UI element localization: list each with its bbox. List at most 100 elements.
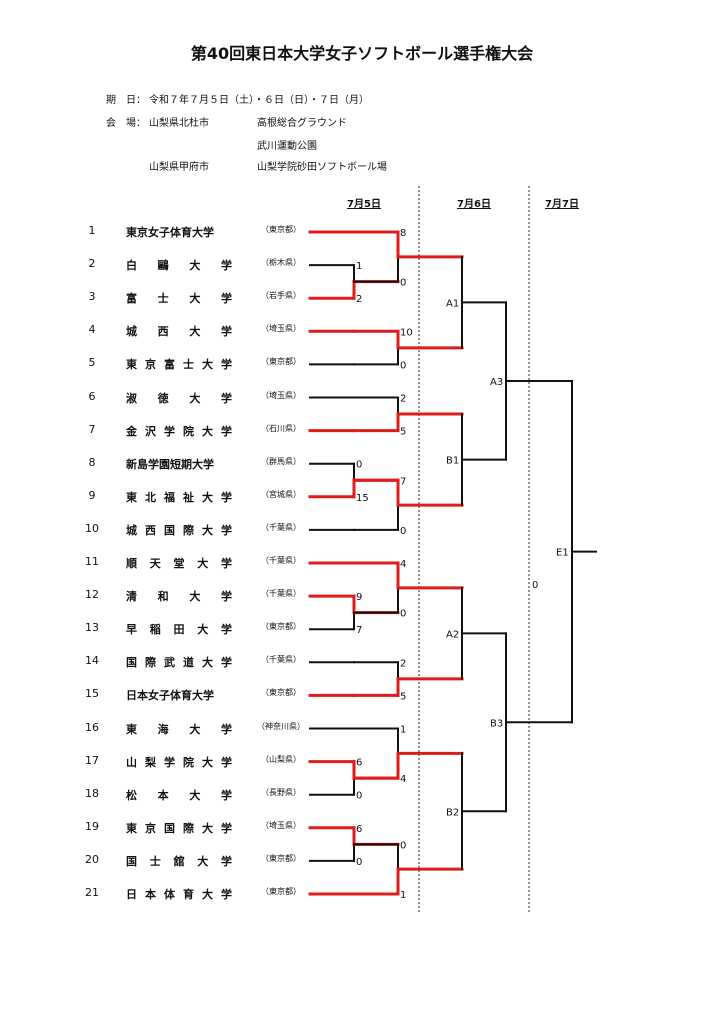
team-row: 3 富士大学 （岩手県） <box>0 290 724 306</box>
team-number: 3 <box>88 290 96 304</box>
team-number: 15 <box>85 687 99 701</box>
game-label-b1: B1 <box>446 456 459 467</box>
team-name: 金沢学院大学 <box>126 424 232 438</box>
team-prefecture: （東京都） <box>261 357 301 367</box>
team-number: 7 <box>88 422 96 436</box>
team-number: 10 <box>85 521 99 535</box>
score: 6 <box>356 824 362 835</box>
team-number: 8 <box>88 455 96 469</box>
game-label-b2: B2 <box>446 807 459 818</box>
team-name: 日本女子体育大学 <box>126 689 214 703</box>
team-prefecture: （千葉県） <box>261 589 301 599</box>
game-label-a1: A1 <box>446 298 459 309</box>
team-prefecture: （群馬県） <box>261 456 301 466</box>
team-number: 2 <box>88 257 96 271</box>
score: 2 <box>400 658 406 669</box>
score: 4 <box>400 559 406 570</box>
team-name: 新島学園短期大学 <box>126 457 214 471</box>
score: 0 <box>400 609 406 620</box>
score: 4 <box>400 774 406 785</box>
team-name: 富士大学 <box>126 292 232 306</box>
team-prefecture: （東京都） <box>261 688 301 698</box>
score: 0 <box>356 857 362 868</box>
team-name: 国際武道大学 <box>126 656 232 670</box>
venue-mukawa-park: 武川運動公園 <box>257 141 317 152</box>
team-name: 早稲田大学 <box>126 623 232 637</box>
team-prefecture: （東京都） <box>261 887 301 896</box>
score: 0 <box>400 278 406 289</box>
score: 10 <box>400 327 413 338</box>
team-row: 12 清和大学 （千葉県） <box>0 588 724 604</box>
team-number: 11 <box>85 555 99 568</box>
team-number: 18 <box>85 786 99 800</box>
team-row: 7 金沢学院大学 （石川県） <box>0 423 724 439</box>
team-number: 9 <box>88 488 96 502</box>
date-value: 令和７年７月５日（土）・６日（日）・７日（月） <box>149 95 369 106</box>
team-prefecture: （山梨県） <box>261 754 301 764</box>
team-prefecture: （岩手県） <box>261 291 301 301</box>
game-label-a2: A2 <box>446 629 459 640</box>
game-label-e1: E1 <box>556 548 569 559</box>
page-title: 第40回東日本大学女子ソフトボール選手権大会 <box>190 44 534 63</box>
score: 1 <box>400 890 406 901</box>
team-name: 淑徳大学 <box>126 391 232 405</box>
score: 5 <box>400 427 406 438</box>
team-name: 東京富士大学 <box>126 358 232 372</box>
team-name: 東京国際大学 <box>126 821 232 835</box>
score: 7 <box>400 476 406 487</box>
game-label-b3: B3 <box>490 718 503 729</box>
venue-label: 会 場： <box>106 118 146 129</box>
team-prefecture: （宮城県） <box>261 489 301 499</box>
team-row: 15 日本女子体育大学 （東京都） <box>0 687 724 703</box>
score: 2 <box>400 394 406 405</box>
score: 7 <box>356 625 362 636</box>
team-number: 20 <box>85 852 99 866</box>
score: 1 <box>356 261 362 272</box>
score: 0 <box>400 360 406 371</box>
score: 1 <box>400 725 406 736</box>
venue-takane-ground: 高根総合グラウンド <box>257 118 347 129</box>
center-note: 0 <box>532 580 538 591</box>
team-row: 20 国士舘大学 （東京都） <box>0 853 724 869</box>
score: 0 <box>400 526 406 537</box>
game-label-a3: A3 <box>490 377 503 388</box>
team-number: 6 <box>88 389 96 403</box>
team-name: 順天堂大学 <box>126 557 232 570</box>
team-name: 東海大学 <box>126 722 232 736</box>
venue-city-kofu: 山梨県甲府市 <box>149 162 209 173</box>
team-number: 5 <box>88 356 96 370</box>
team-prefecture: （千葉県） <box>261 522 301 532</box>
team-prefecture: （千葉県） <box>261 655 301 665</box>
team-number: 12 <box>85 588 99 602</box>
team-prefecture: （埼玉県） <box>261 820 301 830</box>
day-label-2: 7月6日 <box>457 199 491 210</box>
team-row: 9 東北福祉大学 （宮城県） <box>0 489 724 505</box>
team-prefecture: （東京都） <box>261 853 301 863</box>
team-prefecture: （長野県） <box>261 787 301 797</box>
team-name: 国士舘大学 <box>126 854 232 868</box>
score: 5 <box>400 691 406 702</box>
team-prefecture: （東京都） <box>261 622 301 632</box>
venue-city-hokuto: 山梨県北杜市 <box>149 118 209 129</box>
score: 8 <box>400 228 406 239</box>
score: 0 <box>356 791 362 802</box>
team-name: 東北福祉大学 <box>126 490 232 504</box>
team-number: 4 <box>88 323 96 337</box>
team-name: 城西大学 <box>126 325 232 339</box>
team-prefecture: （石川県） <box>261 423 301 433</box>
date-label: 期 日： <box>106 95 146 106</box>
team-name: 清和大学 <box>126 590 232 604</box>
team-row: 5 東京富士大学 （東京都） <box>0 356 724 372</box>
team-number: 19 <box>85 819 99 833</box>
